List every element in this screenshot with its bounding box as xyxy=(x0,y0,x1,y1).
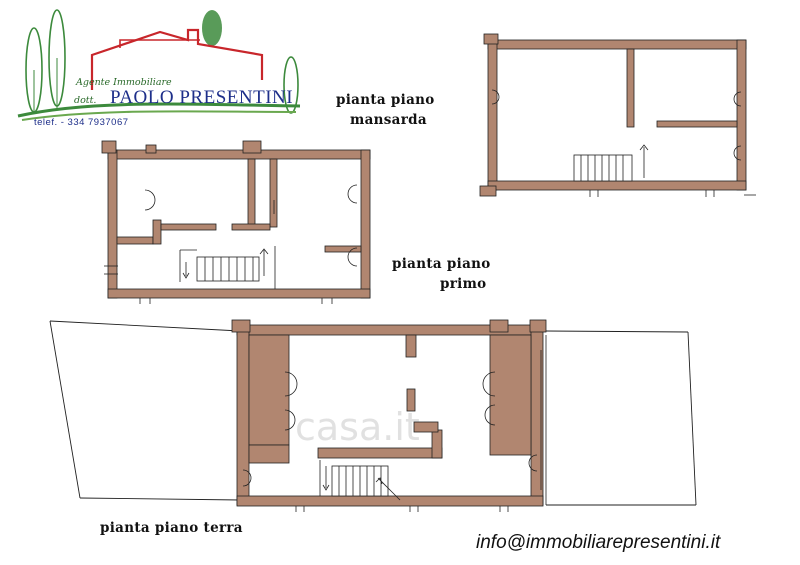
logo-agente-text: Agente Immobiliare xyxy=(76,77,172,88)
plan-mansarda xyxy=(479,33,747,197)
terra-details xyxy=(242,335,547,512)
label-mansarda-line1: pianta piano xyxy=(336,92,435,108)
hill-line xyxy=(17,102,301,118)
house-roof-icon xyxy=(90,28,264,90)
label-primo-line1: pianta piano xyxy=(392,256,491,272)
label-terra: pianta piano terra xyxy=(100,520,243,536)
logo-dott-text: dott. xyxy=(74,95,97,106)
contact-email[interactable]: info@immobiliarepresentini.it xyxy=(476,532,721,553)
watermark: casa.it xyxy=(295,405,420,449)
label-primo-line2: primo xyxy=(440,276,487,292)
agency-logo xyxy=(17,9,301,121)
primo-details xyxy=(104,184,358,304)
mansarda-details xyxy=(491,89,756,197)
tree-icon xyxy=(202,10,222,46)
label-mansarda-line2: mansarda xyxy=(350,112,427,128)
plan-terra xyxy=(231,319,547,507)
logo-phone: telef. - 334 7937067 xyxy=(34,117,129,128)
plan-primo xyxy=(101,140,371,299)
logo-agent-name: PAOLO PRESENTINI xyxy=(110,87,294,108)
cypress-tree-icon xyxy=(283,56,299,114)
site-boundary xyxy=(49,320,697,506)
